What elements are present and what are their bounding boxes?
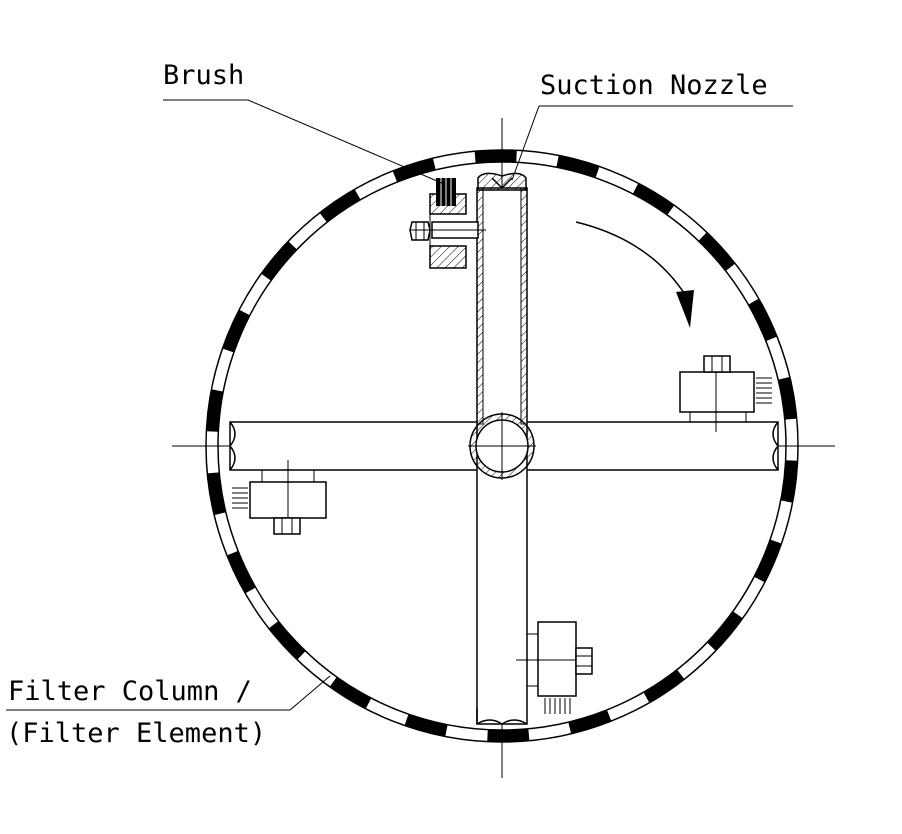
filter-segment — [754, 539, 782, 583]
filter-column-ring — [205, 149, 799, 743]
central-hub — [468, 412, 536, 480]
hex-bolt-icon — [409, 221, 431, 241]
brush-block-bottom — [516, 621, 593, 714]
filter-element-segments — [206, 150, 798, 742]
brush-label: Brush — [163, 60, 244, 91]
hex-bolt-icon — [575, 647, 593, 675]
filter-segment — [404, 714, 448, 737]
brush-bristles — [544, 698, 571, 714]
filter-segment — [392, 158, 436, 183]
filter-segment — [568, 709, 612, 734]
filter-segment — [778, 376, 797, 420]
filter-segment — [319, 189, 361, 223]
filter-segment — [207, 472, 226, 516]
clockwise-arrow-icon — [575, 221, 694, 328]
filter-segment — [226, 550, 256, 594]
brush-assembly — [409, 178, 486, 269]
filter-segment — [206, 389, 224, 432]
filter-segment — [487, 728, 530, 742]
brush-bristles — [756, 377, 772, 404]
filter-segment — [748, 298, 778, 342]
filter-segment — [556, 155, 600, 178]
brush-block-left — [232, 460, 327, 535]
suction-nozzle-label: Suction Nozzle — [540, 70, 768, 101]
leader-lines — [6, 99, 793, 711]
hex-bolt-icon — [273, 517, 301, 535]
filter-segment — [261, 241, 297, 281]
filter-segment — [707, 611, 743, 651]
brush-bristles — [232, 487, 248, 509]
filter-element-label: (Filter Element) — [6, 718, 266, 749]
hex-bolt-icon — [703, 355, 731, 373]
filter-column-label: Filter Column / — [8, 676, 252, 707]
filter-segment — [780, 460, 798, 503]
brush-block-right — [679, 355, 772, 432]
filter-segment — [329, 676, 372, 709]
filter-segment — [632, 183, 675, 216]
filter-segment — [268, 621, 306, 660]
filter-segment — [474, 150, 517, 164]
filter-segment — [698, 232, 736, 271]
filter-segment — [222, 309, 250, 353]
suction-nozzle-head — [477, 172, 527, 191]
filter-segment — [643, 669, 685, 703]
